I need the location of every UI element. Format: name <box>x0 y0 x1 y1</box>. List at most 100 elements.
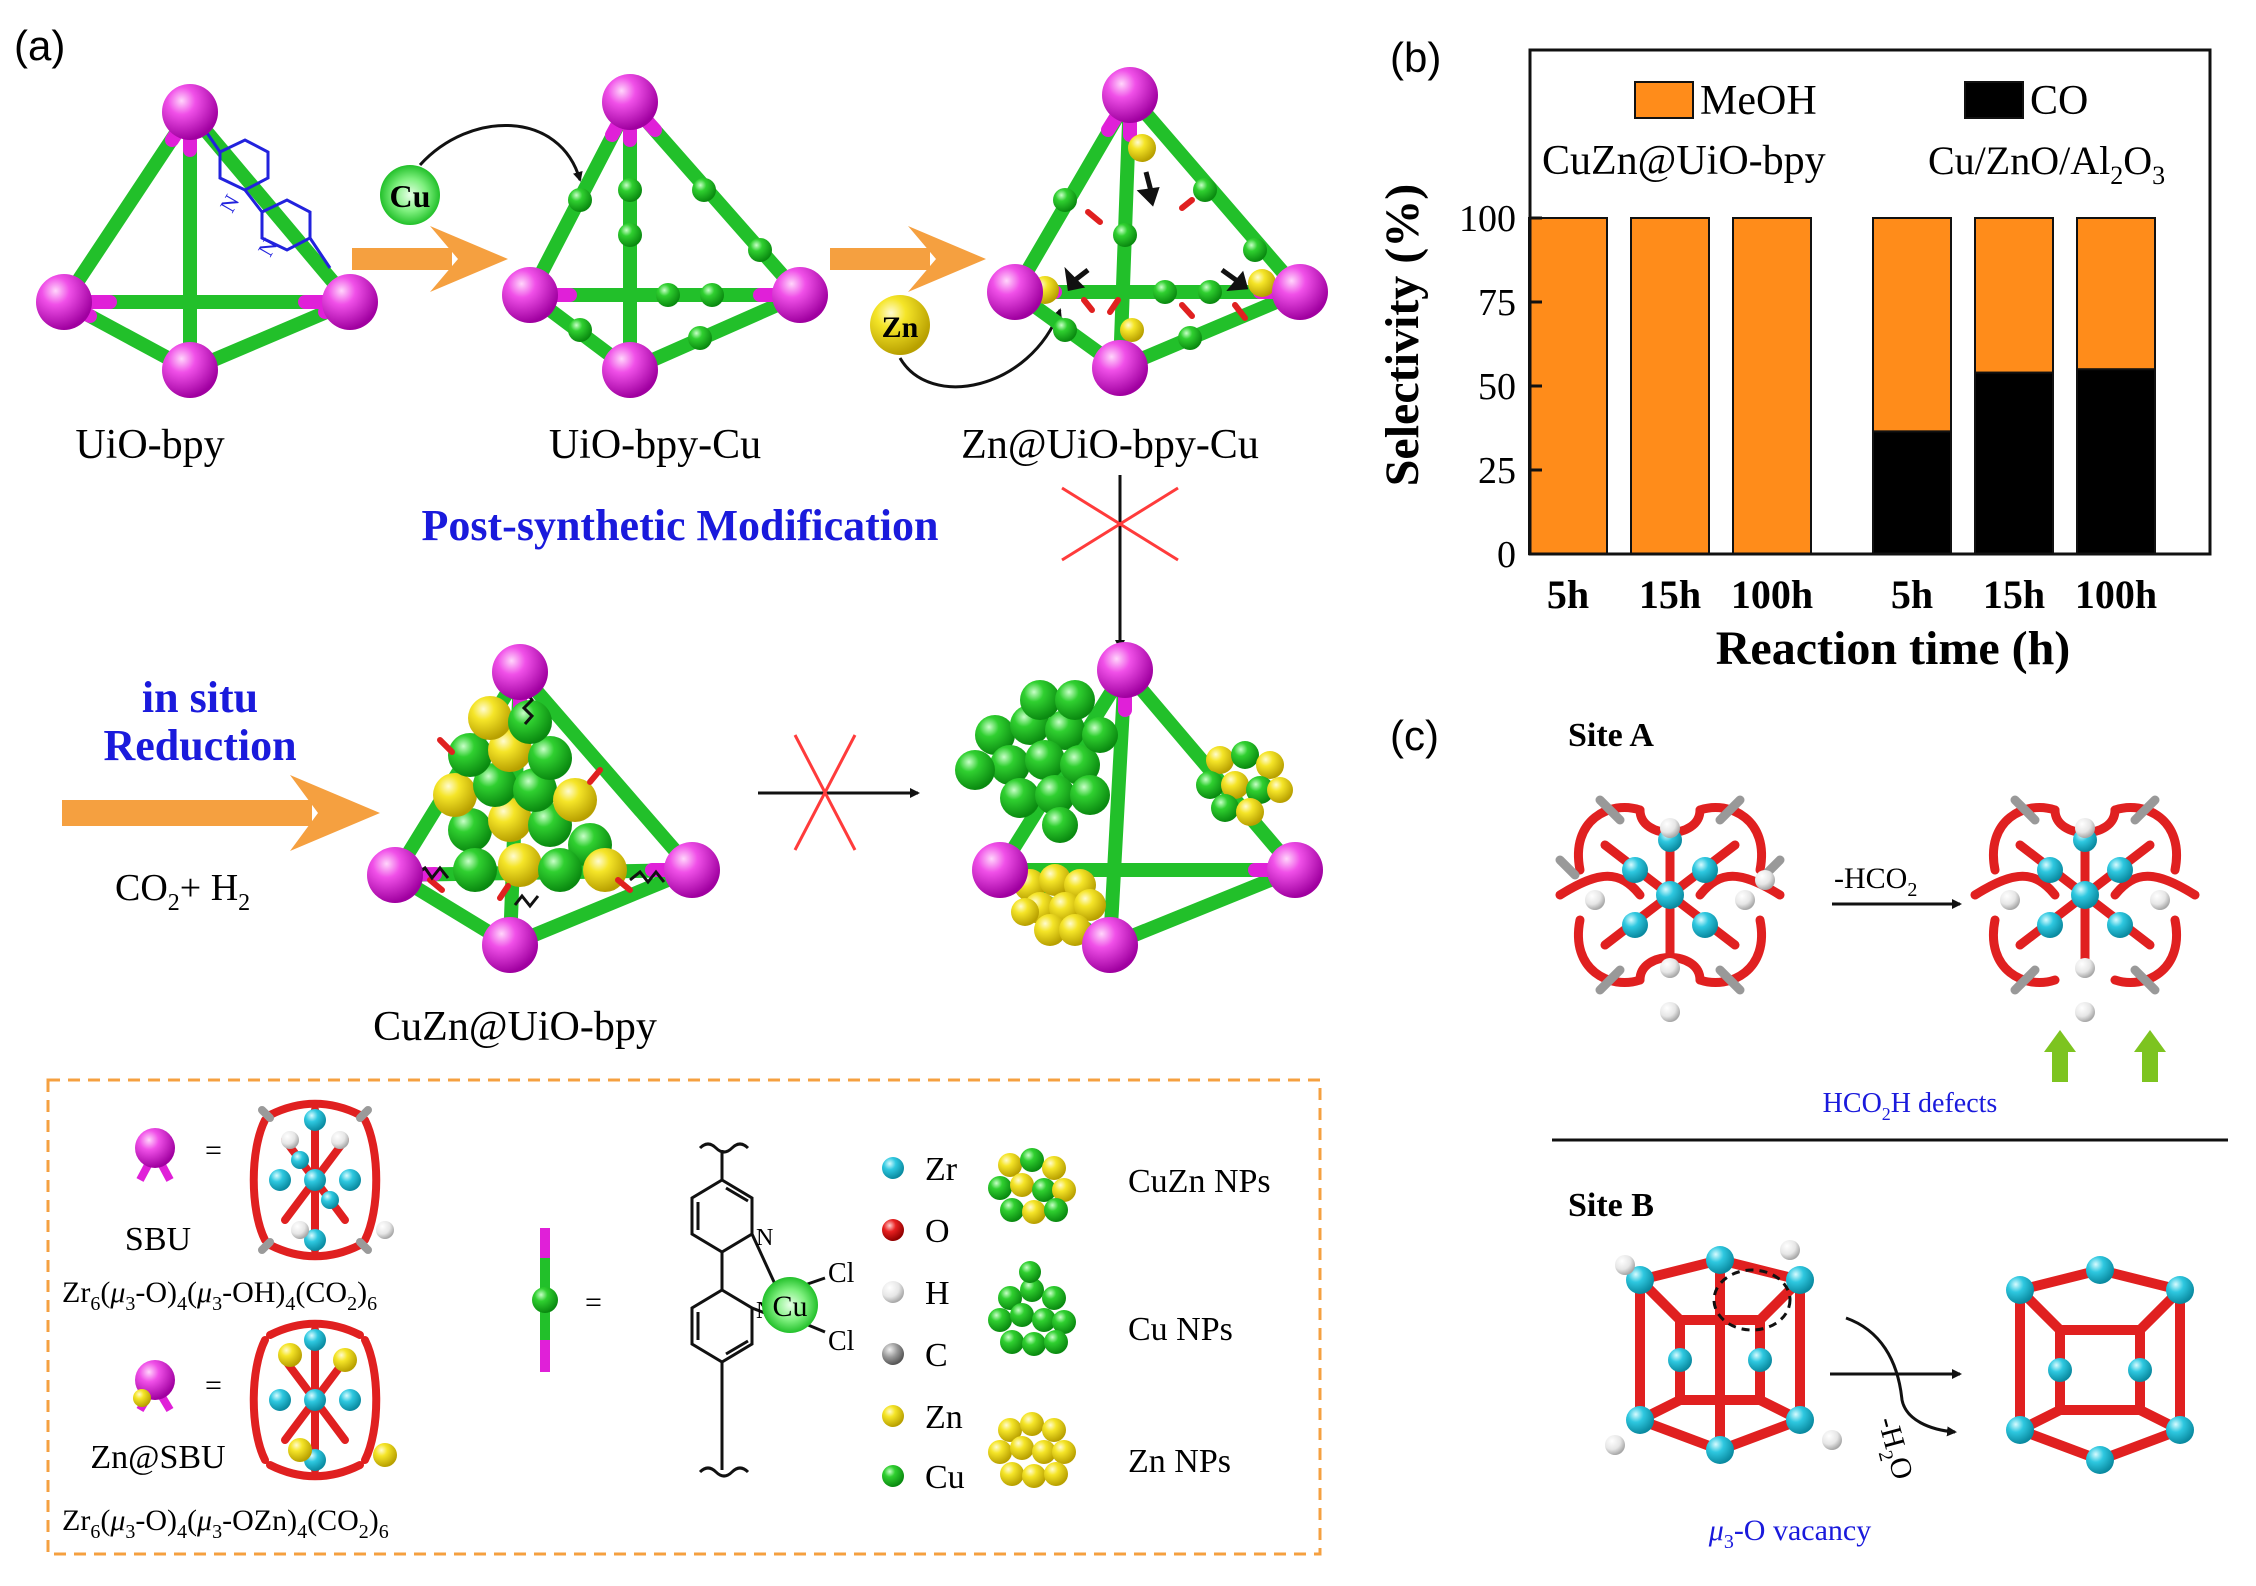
linker-cl-top: Cl <box>828 1258 855 1289</box>
tetrahedron-zn-uio-bpy-cu <box>987 67 1328 396</box>
site-b-cluster-after <box>2006 1256 2194 1474</box>
label-uio-bpy: UiO-bpy <box>75 422 224 468</box>
sbu-equals: = <box>205 1134 222 1167</box>
x-tick-label-4: 15h <box>1983 572 2045 617</box>
site-b-cluster-before <box>1605 1240 1842 1464</box>
np-label-zn: Zn NPs <box>1128 1443 1231 1480</box>
zn-sbu-cluster-image <box>249 1319 397 1481</box>
site-b-caption: μ3-O vacancy <box>1708 1514 1871 1553</box>
element-zn: Zn <box>925 1399 963 1436</box>
y-tick-label-2: 50 <box>1478 366 1516 408</box>
cu-atom-ball: Cu <box>380 165 440 225</box>
psm-title: Post-synthetic Modification <box>422 501 939 550</box>
panel-c-label: (c) <box>1390 712 1439 759</box>
zn-sbu-formula: Zr6(μ3-O)4(μ3-OZn)4(CO2)6 <box>62 1504 389 1543</box>
element-zr: Zr <box>925 1151 958 1188</box>
linker-n-top: N <box>756 1225 773 1251</box>
linker-cl-bottom: Cl <box>828 1326 855 1357</box>
blocked-right-arrow <box>758 734 920 851</box>
label-cuzn-uio-bpy: CuZn@UiO-bpy <box>373 1004 657 1050</box>
y-tick-label-0: 0 <box>1497 534 1516 576</box>
in-situ-line2: Reduction <box>103 721 296 770</box>
linker-rod-icon <box>532 1228 558 1372</box>
svg-text:N: N <box>215 190 245 216</box>
reduction-arrow <box>62 775 380 851</box>
chart-frame <box>1528 48 2212 556</box>
element-legend: Zr O H C Zn Cu <box>882 1151 965 1496</box>
y-tick-label-4: 100 <box>1459 198 1516 240</box>
chart-bars <box>1528 217 2156 556</box>
site-a-title: Site A <box>1568 717 1654 754</box>
group-label-cuznoal: Cu/ZnO/Al2O3 <box>1928 138 2165 190</box>
gas-condition: CO2+ H2 <box>115 867 250 916</box>
site-a-caption: HCO2H defects <box>1823 1088 1998 1124</box>
element-o: O <box>925 1213 950 1250</box>
sbu-node-icon <box>135 1128 175 1182</box>
legend-swatch-meoh <box>1634 81 1694 119</box>
psm-arrow-2 <box>830 226 986 292</box>
zn-insert-curve <box>898 308 1062 389</box>
chart-yticks: 0 25 50 75 100 <box>1459 198 1542 576</box>
sbu-cluster-image <box>249 1099 394 1261</box>
x-tick-label-5: 100h <box>2075 572 2157 617</box>
blocked-down-arrow <box>1061 475 1179 650</box>
linker-equals: = <box>585 1286 602 1319</box>
bar-meoh-5 <box>2076 217 2156 371</box>
in-situ-line1: in situ <box>142 673 258 722</box>
x-tick-label-2: 100h <box>1731 572 1813 617</box>
bar-meoh-1 <box>1630 217 1710 555</box>
y-tick-label-3: 75 <box>1478 282 1516 324</box>
bar-co-3 <box>1872 430 1952 555</box>
np-label-cu: Cu NPs <box>1128 1311 1233 1348</box>
linker-cu: Cu <box>772 1290 807 1323</box>
tetrahedron-uio-bpy-cu <box>502 74 828 398</box>
site-a-arrow-label: -HCO2 <box>1834 862 1917 901</box>
zn-sbu-node-icon <box>133 1360 175 1413</box>
tetrahedron-cuzn-uio-bpy <box>367 644 720 973</box>
svg-text:N: N <box>253 234 283 260</box>
bar-co-5 <box>2076 368 2156 556</box>
chart-xlabel: Reaction time (h) <box>1716 622 2071 675</box>
np-label-cuzn: CuZn NPs <box>1128 1163 1271 1200</box>
sbu-label: SBU <box>125 1221 191 1258</box>
legend-box <box>46 1078 1322 1556</box>
group-label-cuzn: CuZn@UiO-bpy <box>1542 138 1826 184</box>
sbu-formula: Zr6(μ3-O)4(μ3-OH)4(CO2)6 <box>62 1276 377 1315</box>
y-tick-label-1: 25 <box>1478 450 1516 492</box>
zn-atom-ball: Zn <box>870 295 930 355</box>
panel-b-label: (b) <box>1390 34 1441 81</box>
cu-glow-center <box>762 1277 818 1333</box>
legend-swatch-co <box>1964 81 2024 119</box>
bar-meoh-2 <box>1732 217 1812 555</box>
cuzn-np-icon <box>988 1148 1076 1224</box>
site-a-cluster-before <box>1555 795 1785 1022</box>
tetrahedron-aggregated-nps <box>955 642 1323 973</box>
cu-np-icon <box>988 1261 1076 1356</box>
zn-sbu-label: Zn@SBU <box>90 1439 225 1476</box>
label-zn-uio-bpy-cu: Zn@UiO-bpy-Cu <box>961 422 1259 468</box>
tetrahedron-uio-bpy: N N <box>36 84 378 398</box>
psm-arrow-1 <box>352 226 508 292</box>
x-tick-label-1: 15h <box>1639 572 1701 617</box>
element-h: H <box>925 1275 950 1312</box>
x-tick-label-0: 5h <box>1547 572 1589 617</box>
site-b-title: Site B <box>1568 1187 1654 1224</box>
cu-atom-label: Cu <box>390 178 431 214</box>
legend-text-meoh: MeOH <box>1700 78 1817 124</box>
element-cu: Cu <box>925 1459 965 1496</box>
defect-arrows <box>2044 1030 2166 1082</box>
bar-meoh-4 <box>1974 217 2054 374</box>
site-b-arrow-label: -H2O <box>1865 1413 1919 1484</box>
site-b-arrow <box>1830 1316 1962 1437</box>
label-uio-bpy-cu: UiO-bpy-Cu <box>549 422 761 468</box>
panel-a-label: (a) <box>14 22 65 69</box>
element-c: C <box>925 1337 948 1374</box>
cu-insert-curve <box>418 124 583 182</box>
bipyridine-cu-structure <box>690 1142 826 1478</box>
legend-text-co: CO <box>2030 78 2088 124</box>
zn-np-icon <box>988 1412 1076 1488</box>
chart-ylabel: Selectivity (%) <box>1376 184 1429 487</box>
bar-co-4 <box>1974 371 2054 555</box>
